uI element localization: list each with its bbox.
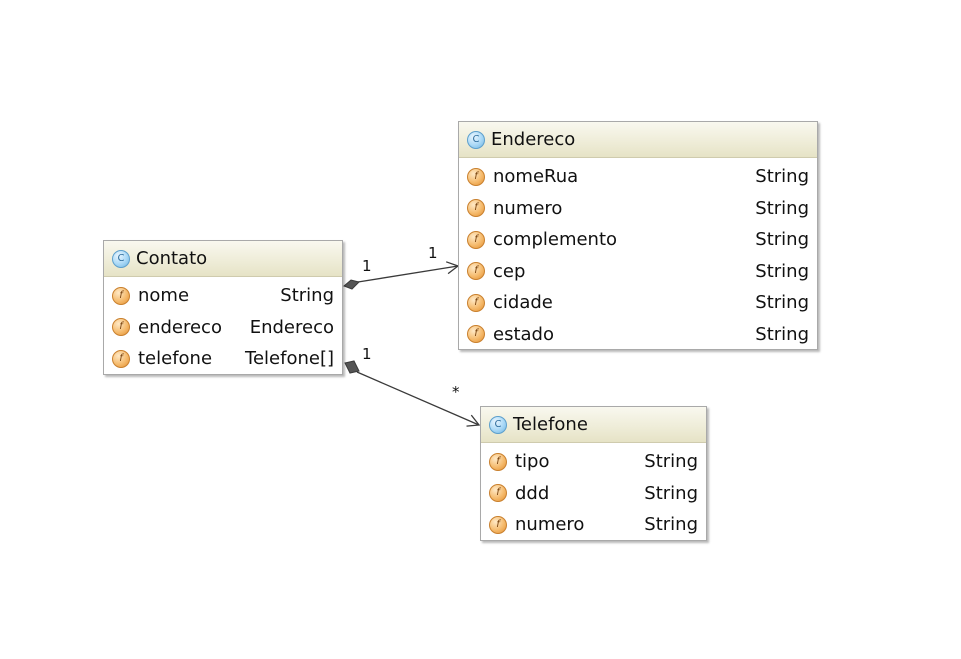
class-header-telefone: C Telefone bbox=[481, 407, 706, 443]
field-name: complemento bbox=[493, 229, 618, 251]
multiplicity-contato-telefone-source: 1 bbox=[362, 345, 372, 363]
multiplicity-contato-telefone-target: * bbox=[452, 383, 460, 401]
field-icon: f bbox=[467, 199, 485, 218]
field-name: ddd bbox=[515, 482, 550, 504]
field-name: nome bbox=[138, 285, 190, 307]
composition-diamond-endereco bbox=[343, 279, 360, 290]
field-name: cep bbox=[493, 260, 526, 282]
field-row[interactable]: f nomeRua String bbox=[467, 161, 809, 193]
class-name-endereco: Endereco bbox=[491, 129, 576, 150]
class-name-contato: Contato bbox=[136, 248, 208, 269]
field-type: String bbox=[280, 285, 334, 307]
field-list-endereco: f nomeRua String f numero String f compl… bbox=[459, 158, 817, 353]
field-type: Telefone[] bbox=[245, 348, 334, 370]
field-row[interactable]: f nome String bbox=[112, 280, 334, 312]
multiplicity-contato-endereco-target: 1 bbox=[428, 244, 438, 262]
field-row[interactable]: f cidade String bbox=[467, 287, 809, 319]
multiplicity-contato-endereco-source: 1 bbox=[362, 257, 372, 275]
class-endereco[interactable]: C Endereco f nomeRua String f numero Str… bbox=[458, 121, 818, 350]
composition-contato-telefone bbox=[344, 360, 481, 427]
field-type: Endereco bbox=[249, 316, 334, 338]
field-icon: f bbox=[467, 293, 485, 312]
field-row[interactable]: f telefone Telefone[] bbox=[112, 343, 334, 375]
field-type: String bbox=[755, 323, 809, 345]
field-list-telefone: f tipo String f ddd String f numero Stri… bbox=[481, 443, 706, 544]
field-name: estado bbox=[493, 323, 554, 345]
class-header-contato: C Contato bbox=[104, 241, 342, 277]
field-type: String bbox=[755, 292, 809, 314]
class-icon: C bbox=[489, 415, 507, 434]
class-header-endereco: C Endereco bbox=[459, 122, 817, 158]
field-icon: f bbox=[112, 318, 130, 337]
field-list-contato: f nome String f endereco Endereco f tele… bbox=[104, 277, 342, 378]
field-icon: f bbox=[112, 349, 130, 368]
field-row[interactable]: f complemento String bbox=[467, 224, 809, 256]
field-icon: f bbox=[467, 230, 485, 249]
field-type: String bbox=[755, 197, 809, 219]
field-name: tipo bbox=[515, 451, 550, 473]
field-name: cidade bbox=[493, 292, 553, 314]
field-row[interactable]: f numero String bbox=[467, 193, 809, 225]
field-type: String bbox=[755, 166, 809, 188]
field-icon: f bbox=[489, 484, 507, 503]
field-row[interactable]: f tipo String bbox=[489, 446, 698, 478]
field-row[interactable]: f endereco Endereco bbox=[112, 312, 334, 344]
field-row[interactable]: f numero String bbox=[489, 509, 698, 541]
field-type: String bbox=[755, 260, 809, 282]
field-type: String bbox=[644, 514, 698, 536]
field-type: String bbox=[644, 451, 698, 473]
field-icon: f bbox=[489, 515, 507, 534]
association-line-telefone bbox=[356, 371, 481, 427]
field-name: numero bbox=[515, 514, 585, 536]
association-line-endereco bbox=[357, 261, 460, 283]
field-name: endereco bbox=[138, 316, 222, 338]
composition-diamond-telefone bbox=[344, 360, 360, 374]
class-name-telefone: Telefone bbox=[513, 414, 588, 435]
class-contato[interactable]: C Contato f nome String f endereco Ender… bbox=[103, 240, 343, 375]
field-name: nomeRua bbox=[493, 166, 579, 188]
field-icon: f bbox=[467, 325, 485, 344]
field-row[interactable]: f estado String bbox=[467, 319, 809, 351]
field-row[interactable]: f cep String bbox=[467, 256, 809, 288]
field-row[interactable]: f ddd String bbox=[489, 478, 698, 510]
field-name: telefone bbox=[138, 348, 213, 370]
field-type: String bbox=[755, 229, 809, 251]
field-icon: f bbox=[467, 167, 485, 186]
composition-contato-endereco bbox=[343, 261, 460, 290]
field-icon: f bbox=[489, 452, 507, 471]
field-name: numero bbox=[493, 197, 563, 219]
field-icon: f bbox=[467, 262, 485, 281]
class-telefone[interactable]: C Telefone f tipo String f ddd String f … bbox=[480, 406, 707, 541]
field-icon: f bbox=[112, 286, 130, 305]
field-type: String bbox=[644, 482, 698, 504]
class-icon: C bbox=[112, 249, 130, 268]
class-icon: C bbox=[467, 130, 485, 149]
